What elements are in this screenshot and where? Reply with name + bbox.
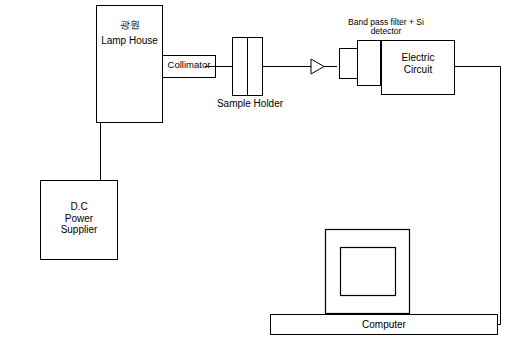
monitor-screen: [341, 248, 396, 296]
filter-detector-outline: [337, 40, 381, 86]
power-label: D.C Power Supplier: [55, 201, 103, 236]
lamp-house-box: 광원 Lamp House: [96, 5, 163, 123]
lamp-label: Lamp House: [99, 35, 160, 47]
computer-label: Computer: [273, 319, 495, 331]
computer-base: Computer: [270, 314, 498, 335]
connector-line: [100, 123, 101, 180]
lamp-label-ko: 광원: [99, 19, 160, 31]
lens-symbol: [311, 59, 324, 74]
electric-circuit-box: Electric Circuit: [381, 40, 455, 95]
detector-label: Band pass filter + Si detector: [343, 18, 429, 36]
monitor-frame: [326, 230, 410, 314]
sample-holder: Sample Holder: [205, 37, 295, 112]
sample-holder-label: Sample Holder: [205, 98, 295, 110]
circuit-label: Electric Circuit: [392, 52, 444, 75]
power-supply-box: D.C Power Supplier: [40, 180, 118, 260]
detector-assembly: Band pass filter + Si detector: [337, 40, 381, 86]
collimator-label: Collimator: [164, 60, 214, 71]
connector-line: [455, 67, 501, 325]
